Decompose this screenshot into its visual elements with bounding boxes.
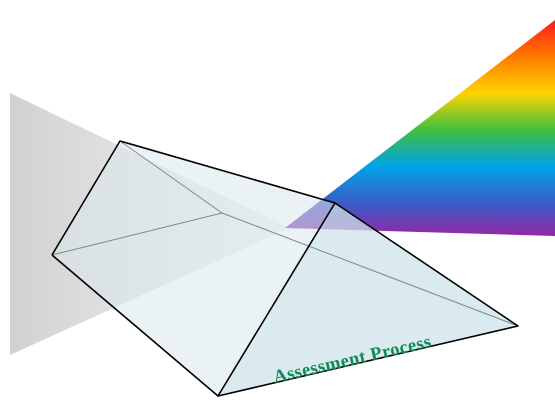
prism-face-right [218, 203, 518, 396]
prism-outline [51, 140, 519, 397]
prism-hidden-edges [51, 140, 519, 327]
spectrum-beam [285, 20, 555, 236]
prism-face-left [52, 141, 335, 396]
